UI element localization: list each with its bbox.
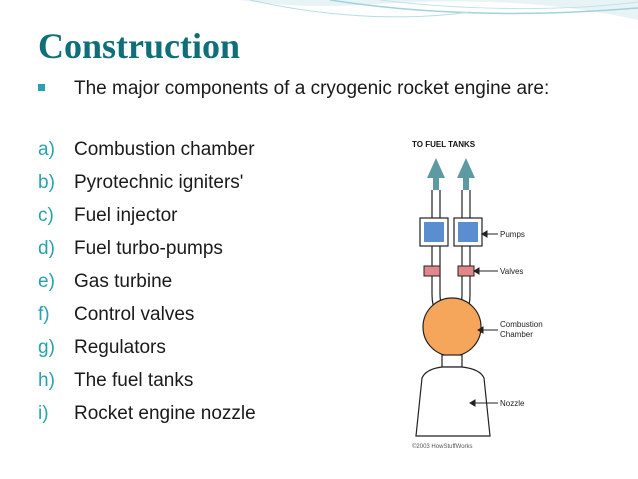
square-bullet-icon bbox=[38, 84, 45, 91]
label-nozzle: Nozzle bbox=[500, 399, 525, 408]
list-item-text: Fuel turbo-pumps bbox=[74, 238, 223, 259]
intro-bullet: The major components of a cryogenic rock… bbox=[38, 76, 568, 102]
diagram-header: TO FUEL TANKS bbox=[412, 140, 476, 149]
list-marker: c) bbox=[38, 205, 54, 226]
label-combustion-line1: Combustion bbox=[500, 320, 543, 329]
list-item-text: Pyrotechnic igniters' bbox=[74, 172, 244, 193]
list-marker: e) bbox=[38, 271, 55, 292]
list-item: a) Combustion chamber bbox=[38, 133, 256, 166]
engine-diagram-svg: TO FUEL TANKS Pum bbox=[412, 140, 543, 450]
combustion-chamber bbox=[422, 297, 482, 357]
label-combustion-line2: Chamber bbox=[500, 330, 533, 339]
header-wave-decoration bbox=[0, 0, 638, 20]
list-item-text: Fuel injector bbox=[74, 205, 178, 226]
intro-text: The major components of a cryogenic rock… bbox=[74, 78, 550, 99]
list-marker: h) bbox=[38, 370, 55, 391]
list-item-text: The fuel tanks bbox=[74, 370, 194, 391]
label-pointers bbox=[469, 230, 498, 407]
slide-title: Construction bbox=[38, 26, 241, 66]
pump-fill bbox=[424, 222, 444, 242]
list-item: i) Rocket engine nozzle bbox=[38, 397, 256, 430]
list-marker: b) bbox=[38, 172, 55, 193]
list-marker: a) bbox=[38, 139, 55, 160]
list-item: f) Control valves bbox=[38, 298, 256, 331]
list-item-text: Regulators bbox=[74, 337, 166, 358]
valve bbox=[457, 265, 475, 277]
arrow-up-icon bbox=[457, 158, 475, 190]
list-item-text: Combustion chamber bbox=[74, 139, 255, 160]
list-item: d) Fuel turbo-pumps bbox=[38, 232, 256, 265]
list-item-text: Rocket engine nozzle bbox=[74, 403, 256, 424]
label-valves: Valves bbox=[500, 267, 523, 276]
list-item: b) Pyrotechnic igniters' bbox=[38, 166, 256, 199]
list-item: g) Regulators bbox=[38, 331, 256, 364]
nozzle-throat bbox=[441, 354, 463, 368]
engine-diagram: TO FUEL TANKS Pum bbox=[408, 132, 558, 454]
label-pumps: Pumps bbox=[500, 230, 525, 239]
list-marker: i) bbox=[38, 403, 49, 424]
list-marker: g) bbox=[38, 337, 55, 358]
list-item-text: Control valves bbox=[74, 304, 195, 325]
list-item: e) Gas turbine bbox=[38, 265, 256, 298]
component-list: a) Combustion chamber b) Pyrotechnic ignit… bbox=[38, 133, 256, 430]
list-marker: d) bbox=[38, 238, 55, 259]
list-marker: f) bbox=[38, 304, 50, 325]
arrow-up-icon bbox=[427, 158, 445, 190]
list-item-text: Gas turbine bbox=[74, 271, 173, 292]
pump-fill bbox=[458, 222, 478, 242]
valve bbox=[423, 265, 441, 277]
diagram-credit: ©2003 HowStuffWorks bbox=[412, 443, 473, 450]
nozzle bbox=[415, 366, 491, 437]
list-item: h) The fuel tanks bbox=[38, 364, 256, 397]
list-item: c) Fuel injector bbox=[38, 199, 256, 232]
